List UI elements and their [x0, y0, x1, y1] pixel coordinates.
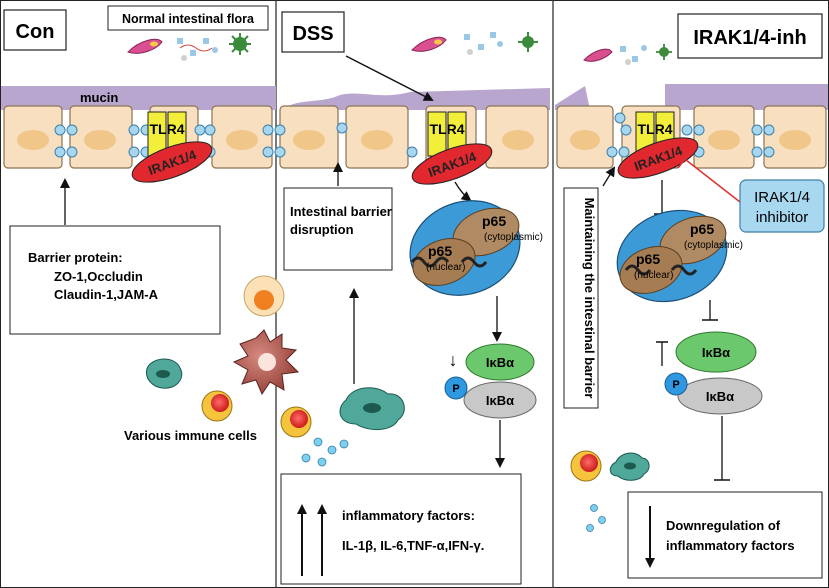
down-line2: inflammatory factors: [666, 538, 795, 553]
barrier-line2: ZO-1,Occludin: [54, 269, 143, 284]
p65-complex: p65 (cytoplasmic) p65 (nuclear): [409, 200, 543, 296]
immune-cells: [280, 387, 405, 467]
ikba-bottom: IκBα: [706, 389, 734, 404]
immune-cells: [146, 275, 300, 422]
p65-complex: p65 (cytoplasmic) p65 (nuclear): [616, 209, 743, 303]
maintain-label: Maintaining the intestinal barrier: [582, 198, 597, 399]
epithelial-cells: [3, 105, 827, 169]
barrier-disruption-box: [283, 187, 393, 271]
p65-bottom-sub: (nuclear): [634, 270, 673, 281]
mucin-label: mucin: [80, 90, 118, 105]
inflammatory-box: [280, 473, 522, 585]
maintain-box: [563, 187, 599, 409]
bacteria-icon: [127, 33, 251, 61]
inhibit-line: [685, 159, 741, 203]
inh-title-box: [677, 13, 823, 59]
p65-top-sub: (cytoplasmic): [484, 232, 543, 243]
immune-cells: [570, 450, 650, 532]
downregulation-box: [627, 491, 823, 579]
dss-title-box: [281, 11, 345, 53]
dss-title: DSS: [292, 23, 333, 45]
ikba-bottom: IκBα: [486, 393, 514, 408]
flora-label: Normal intestinal flora: [122, 12, 255, 26]
down-arrow: ↓: [449, 350, 458, 370]
panel-inh: IRAK1/4-inh TLR4 IRAK1/4 IRAK1/4 inhi: [563, 13, 825, 579]
disruption-line1: Intestinal barrier: [290, 204, 392, 219]
immune-label: Various immune cells: [124, 428, 257, 443]
ikba-top: IκBα: [702, 345, 730, 360]
cell-nuclei: [17, 130, 811, 150]
inh-title: IRAK1/4-inh: [693, 27, 806, 49]
p65-bottom: p65: [636, 251, 660, 267]
disruption-line2: disruption: [290, 222, 354, 237]
con-title-box: [3, 9, 67, 51]
inflam-line1: inflammatory factors:: [342, 508, 475, 523]
barrier-line1: Barrier protein:: [28, 250, 123, 265]
ikba-top: IκBα: [486, 355, 514, 370]
flora-label-box: [107, 5, 269, 31]
con-title: Con: [16, 21, 55, 43]
p65-top-sub: (cytoplasmic): [684, 240, 743, 251]
tlr4-receptor: TLR4: [147, 111, 187, 157]
bacteria-icon: [411, 32, 538, 55]
p65-top: p65: [690, 221, 714, 237]
p65-top: p65: [482, 213, 506, 229]
phospho-label: P: [672, 379, 679, 391]
barrier-line3: Claudin-1,JAM-A: [54, 287, 159, 302]
panel-con: Con Normal intestinal flora mucin TLR: [3, 5, 300, 443]
bacteria-icon: [583, 44, 672, 65]
p65-bottom: p65: [428, 243, 452, 259]
inhibitor-line1: IRAK1/4: [754, 189, 810, 206]
p65-bottom-sub: (nuclear): [426, 262, 465, 273]
tlr4-receptor: TLR4: [427, 111, 467, 157]
phospho-label: P: [452, 383, 459, 395]
inhibitor-box: [739, 179, 825, 233]
tlr4-label: TLR4: [150, 121, 185, 137]
tlr4-label: TLR4: [638, 121, 673, 137]
tlr4-label: TLR4: [430, 121, 465, 137]
inhibitor-line2: inhibitor: [756, 209, 809, 226]
inflam-line2: IL-1β, IL-6,TNF-α,IFN-γ.: [342, 538, 484, 553]
barrier-protein-box: [9, 225, 221, 335]
down-line1: Downregulation of: [666, 518, 781, 533]
panel-dss: DSS TLR4 IRAK1/4: [280, 11, 543, 585]
